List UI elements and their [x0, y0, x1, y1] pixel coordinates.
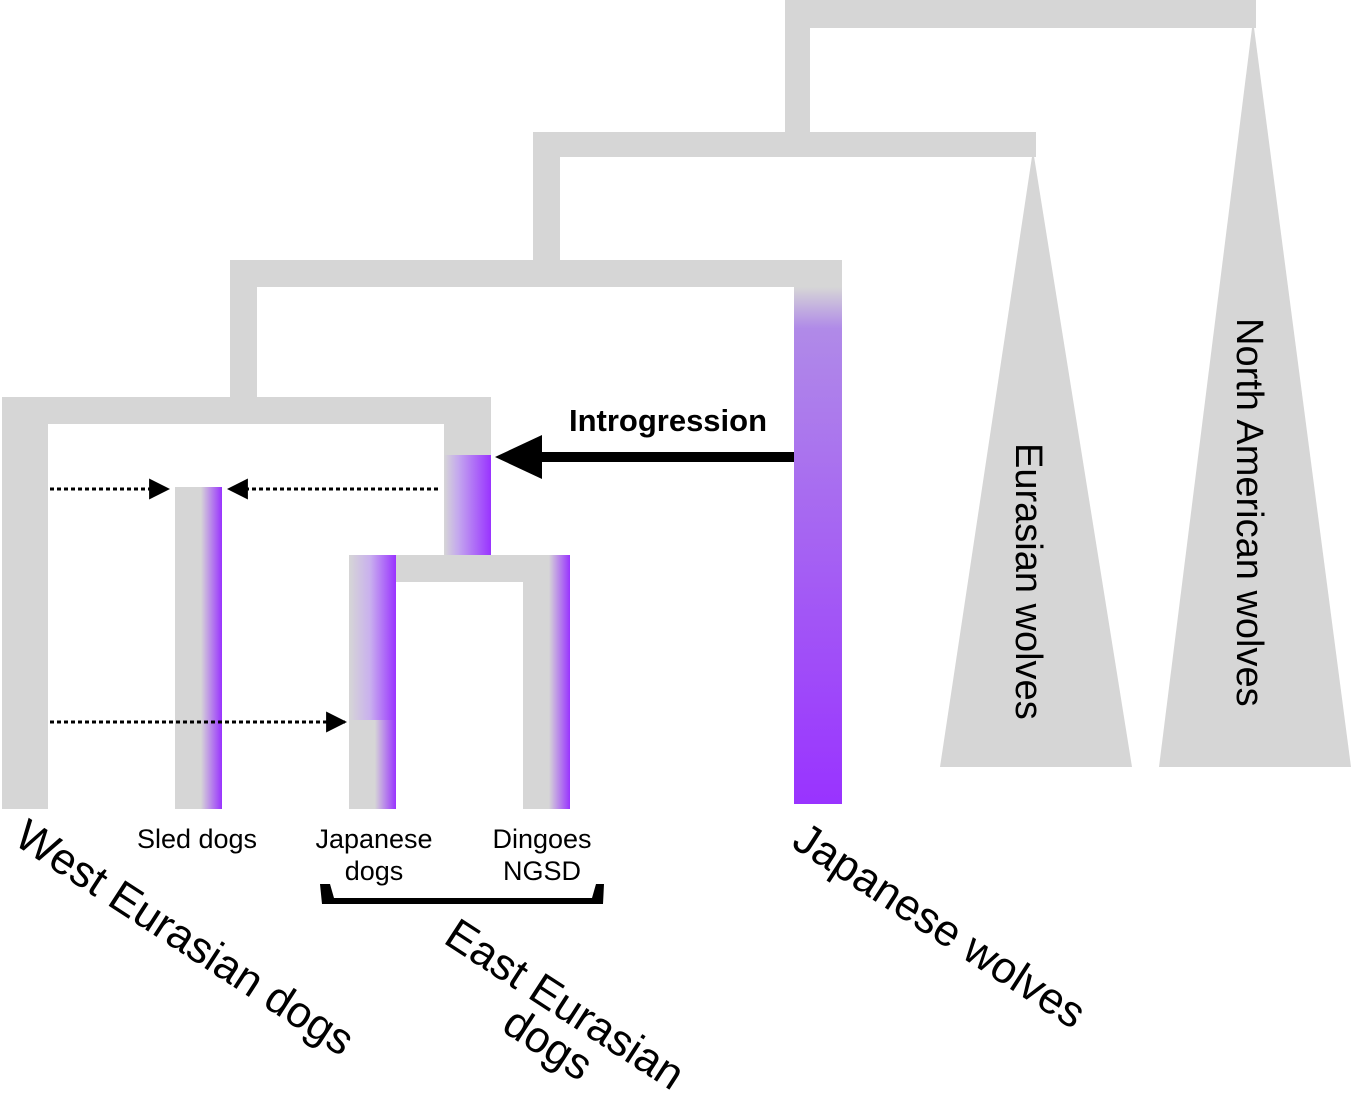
dingoes-label-line2: NGSD	[503, 856, 581, 886]
japanese-dogs-branch-lower	[349, 720, 396, 809]
dog-clade-horizontal-branch	[2, 397, 491, 424]
root-horizontal-branch	[785, 0, 1256, 28]
dingoes-label-line1: Dingoes	[492, 824, 591, 854]
west-eurasian-dogs-branch	[2, 397, 48, 809]
dog-wolf-split-horizontal-branch	[230, 260, 842, 287]
sled-dogs-label: Sled dogs	[137, 824, 257, 854]
sled-dogs-branch	[175, 487, 222, 809]
eurasian-wolves-triangle	[940, 150, 1132, 767]
japanese-wolves-branch	[794, 287, 842, 804]
japanese-dogs-label-line1: Japanese	[315, 824, 432, 854]
introgression-label: Introgression	[569, 403, 767, 438]
east-eurasian-bracket	[320, 884, 604, 904]
north-american-wolves-label: North American wolves	[1228, 318, 1270, 707]
introgression-arrowhead	[495, 435, 542, 479]
wolf-split-horizontal-branch	[533, 132, 1036, 157]
eurasian-wolves-label: Eurasian wolves	[1007, 443, 1049, 720]
east-eurasian-stem-branch	[444, 397, 491, 457]
dog-stem-vertical-branch	[230, 260, 257, 400]
japanese-dogs-branch-upper	[349, 555, 396, 722]
japanese-wolves-label: Japanese wolves	[785, 813, 1095, 1038]
north-american-wolves-triangle	[1159, 20, 1351, 767]
east-eurasian-stem-introgressed	[444, 455, 491, 558]
dingoes-branch	[523, 555, 570, 809]
japanese-dogs-label-line2: dogs	[345, 856, 404, 886]
